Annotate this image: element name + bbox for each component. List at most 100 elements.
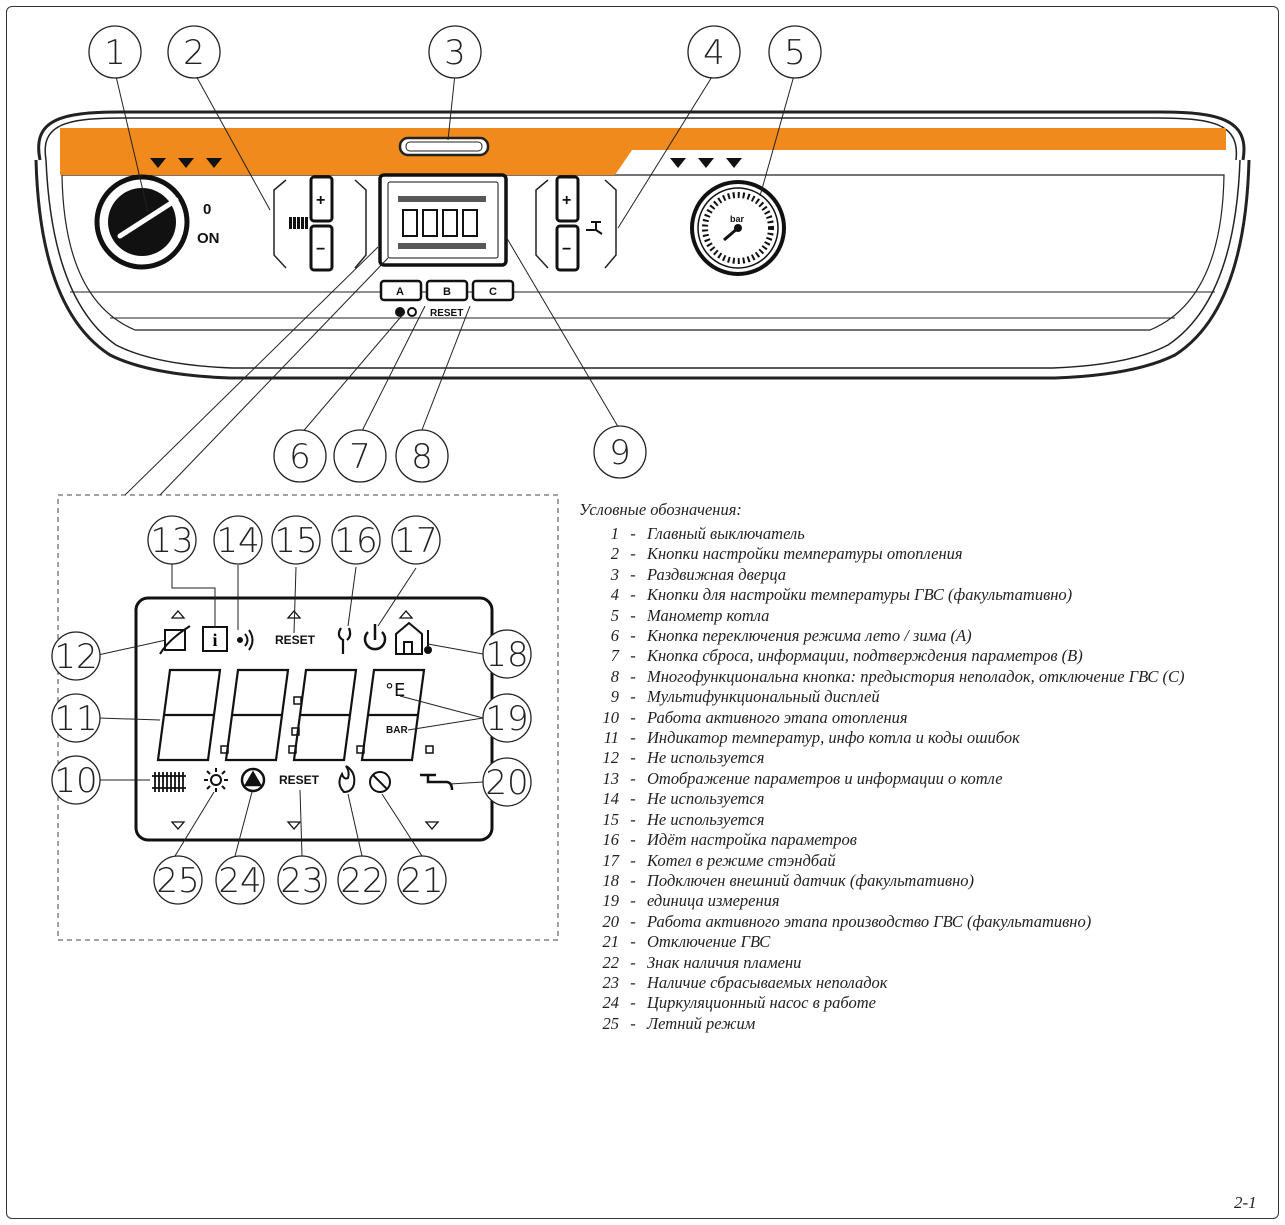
svg-text:3: 3 — [444, 33, 466, 73]
main-switch[interactable] — [94, 174, 190, 270]
svg-text:1: 1 — [104, 33, 126, 73]
legend-item-number: 14 — [602, 789, 620, 809]
legend-item: 24-Циркуляционный насос в работе — [579, 993, 1279, 1013]
legend-item-text: Индикатор температур, инфо котла и коды … — [647, 728, 1020, 748]
heating-buttons — [273, 179, 367, 269]
legend-dash: - — [630, 626, 636, 646]
legend-item-text: единица измерения — [647, 891, 780, 911]
legend-dash: - — [630, 993, 636, 1013]
svg-text:17: 17 — [394, 521, 437, 561]
callout-4: 4 — [687, 25, 741, 79]
legend-item-text: Многофункциональна кнопка: предыстория н… — [647, 666, 1185, 686]
zoom-leader-lines — [97, 562, 484, 857]
legend-item-number: 22 — [602, 952, 620, 972]
radiator-icon — [289, 217, 308, 229]
figure-number: 2-1 — [1234, 1193, 1257, 1212]
legend-item-text: Подключен внешний датчик (факультативно) — [647, 870, 975, 890]
heating-minus-button[interactable]: − — [309, 224, 334, 272]
callout-1: 1 — [88, 25, 142, 79]
legend-item: 20-Работа активного этапа производство Г… — [579, 912, 1279, 932]
legend-dash: - — [630, 585, 636, 605]
legend-item-text: Кнопки для настройки температуры ГВС (фа… — [647, 585, 1073, 605]
button-b[interactable]: B — [425, 279, 469, 302]
legend-item-number: 7 — [610, 646, 619, 666]
legend-item-text: Котел в режиме стэндбай — [647, 850, 836, 870]
legend-item: 5-Манометр котла — [579, 606, 1279, 626]
power-icon — [363, 624, 387, 651]
svg-text:23: 23 — [280, 861, 323, 901]
legend-item-number: 1 — [610, 524, 619, 543]
unit-bar: BAR — [386, 725, 408, 736]
legend-dash: - — [630, 687, 636, 707]
legend-item-number: 16 — [602, 830, 620, 850]
svg-text:6: 6 — [289, 437, 311, 477]
callout-8: 8 — [395, 429, 449, 483]
legend-dash: - — [630, 809, 636, 829]
gauge-unit: bar — [730, 214, 745, 224]
legend-item-text: Отключение ГВС — [647, 932, 771, 952]
legend-item: 14-Не используется — [579, 789, 1279, 809]
legend-item: 19-единица измерения — [579, 891, 1279, 911]
legend-item-text: Кнопки настройки температуры отопления — [647, 544, 963, 564]
svg-text:+: + — [316, 192, 325, 209]
legend-dash: - — [630, 972, 636, 992]
svg-text:i: i — [212, 630, 217, 650]
legend-item-text: Манометр котла — [647, 605, 770, 625]
legend-dash: - — [630, 605, 636, 625]
callout-14: 14 — [213, 515, 263, 565]
legend-item-number: 4 — [610, 585, 619, 605]
svg-text:+: + — [562, 192, 571, 209]
svg-text:2: 2 — [183, 33, 205, 73]
callout-5: 5 — [768, 25, 822, 79]
legend-item: 15-Не используется — [579, 810, 1279, 830]
heating-plus-button[interactable]: + — [309, 175, 334, 223]
legend-item-number: 10 — [602, 707, 620, 727]
pressure-gauge: bar — [690, 180, 786, 276]
svg-text:9: 9 — [609, 433, 631, 473]
legend-item-number: 11 — [603, 728, 619, 748]
button-c[interactable]: C — [471, 279, 515, 302]
legend-dash: - — [630, 564, 636, 584]
legend-item-number: 24 — [602, 993, 620, 1013]
dhw-plus-button[interactable]: + — [555, 175, 580, 223]
legend-item: 13-Отображение параметров и информации о… — [579, 769, 1279, 789]
callout-13: 13 — [147, 515, 197, 565]
summer-winter-icon — [395, 307, 417, 317]
svg-text:14: 14 — [216, 521, 259, 561]
legend-dash: - — [630, 1013, 636, 1033]
orange-strip-left — [60, 128, 1226, 150]
boiler-panel — [34, 110, 1251, 380]
legend-item-text: Не используется — [647, 748, 765, 768]
legend-dash: - — [630, 830, 636, 850]
svg-text:22: 22 — [340, 861, 383, 901]
legend-item-number: 12 — [602, 748, 620, 768]
legend-item: 7-Кнопка сброса, информации, подтвержден… — [579, 646, 1279, 666]
sliding-door[interactable] — [398, 136, 490, 157]
legend-item-text: Отображение параметров и информации о ко… — [647, 768, 1003, 788]
legend-item-number: 23 — [602, 972, 620, 992]
dhw-minus-button[interactable]: − — [555, 224, 580, 272]
figure-frame — [6, 6, 1279, 1219]
svg-text:A: A — [396, 286, 404, 298]
legend-item-text: Знак наличия пламени — [647, 952, 802, 972]
legend-dash: - — [630, 646, 636, 666]
legend-item: 2-Кнопки настройки температуры отопления — [579, 544, 1279, 564]
reset-bottom-text: RESET — [279, 773, 320, 787]
legend-item-number: 3 — [610, 564, 619, 584]
svg-text:18: 18 — [485, 635, 528, 675]
button-a[interactable]: A — [379, 279, 423, 302]
legend-item-text: Раздвижная дверца — [647, 564, 787, 584]
callout-10: 10 — [51, 755, 101, 805]
svg-text:5: 5 — [784, 33, 806, 73]
svg-text:11: 11 — [54, 699, 97, 739]
callout-6: 6 — [273, 429, 327, 483]
legend-item-number: 8 — [610, 666, 619, 686]
callout-19: 19 — [482, 693, 532, 743]
legend-item-text: Работа активного этапа производство ГВС … — [647, 911, 1092, 931]
callout-17: 17 — [391, 515, 441, 565]
legend-dash: - — [630, 932, 636, 952]
flame-icon — [338, 765, 356, 794]
callouts-panel: 1 2 3 4 5 6 7 8 9 — [88, 25, 822, 483]
